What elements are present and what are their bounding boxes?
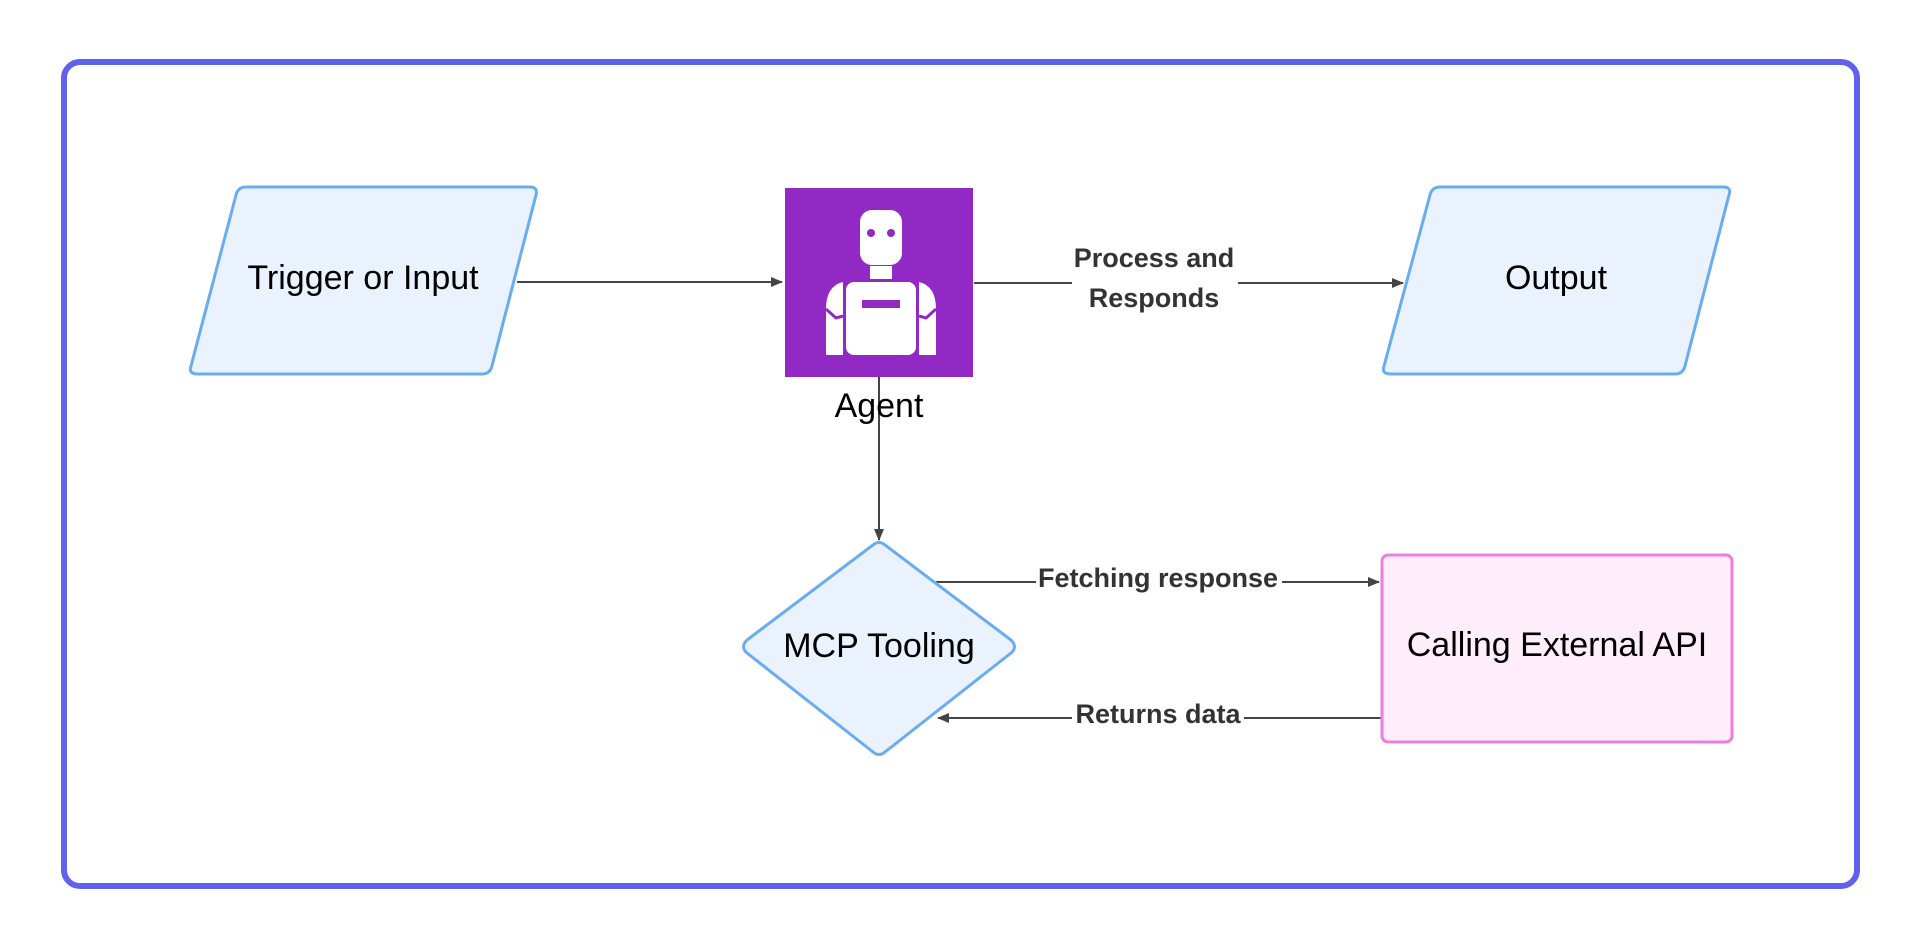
output-shape [1381, 185, 1732, 376]
output-label: Output [1505, 259, 1608, 297]
edge-label-returns-data: Returns data [1075, 699, 1241, 729]
edge-label-fetching-response: Fetching response [1038, 563, 1278, 593]
node-output[interactable]: Output [1381, 185, 1732, 376]
node-mcp-tooling[interactable]: MCP Tooling [742, 541, 1016, 756]
label-backdrop [1072, 700, 1244, 734]
edge-label-line-2: Responds [1089, 283, 1220, 313]
node-calling-external-api[interactable]: Calling External API [1380, 553, 1734, 744]
api-label: Calling External API [1407, 626, 1708, 664]
node-trigger-or-input[interactable]: Trigger or Input [188, 185, 538, 376]
trigger-shape [188, 185, 538, 376]
label-backdrop [1036, 564, 1282, 598]
api-shape [1380, 553, 1734, 744]
mcp-label: MCP Tooling [783, 627, 975, 665]
node-agent[interactable]: Agent [785, 188, 973, 425]
edge-label-process-and-responds: Process and Responds [1074, 243, 1235, 313]
trigger-label: Trigger or Input [247, 259, 479, 297]
agent-label: Agent [835, 387, 924, 425]
robot-icon [824, 210, 938, 355]
mcp-shape [742, 541, 1016, 756]
edge-label-line-1: Process and [1074, 243, 1235, 273]
